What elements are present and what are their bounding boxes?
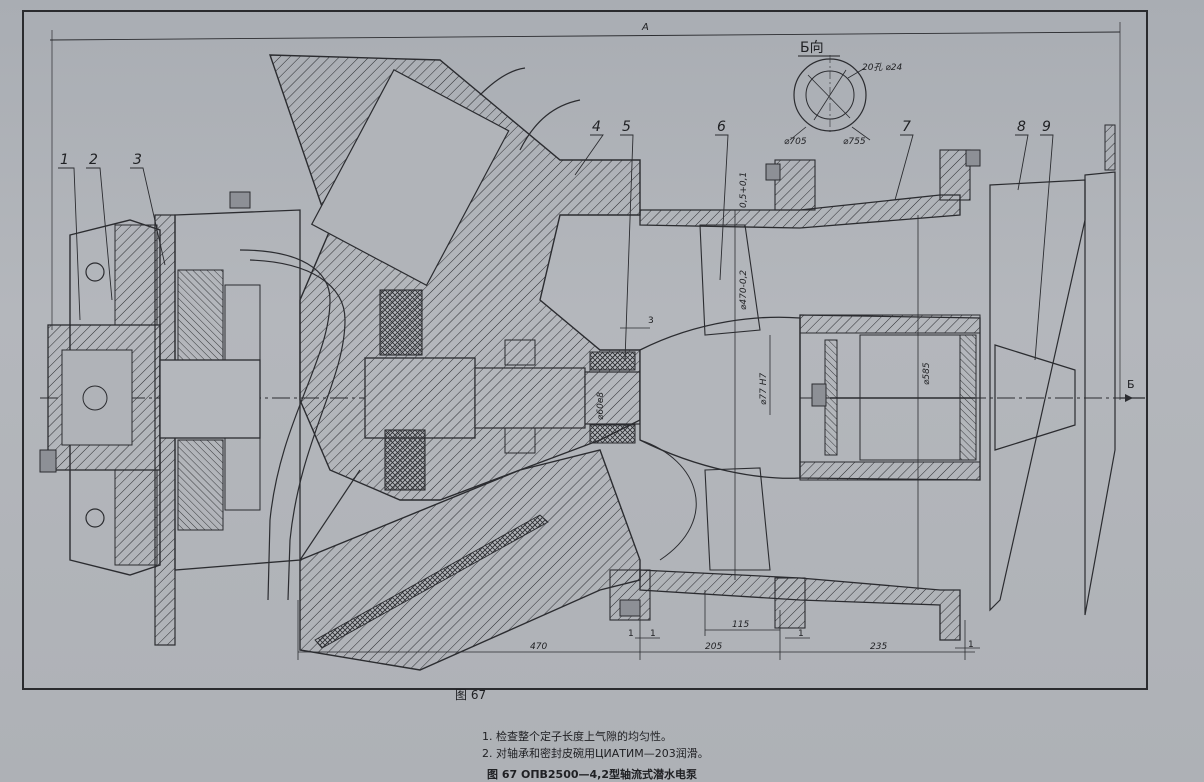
pump-inlet-body [269,54,641,671]
outlet-cone [989,124,1145,616]
dimension-lines [297,210,980,660]
dim-shaft-diameter: ⌀60e8 [596,392,606,420]
callout-3: 3 [133,152,142,168]
motor-stator [174,209,301,571]
note-line-1: 1. 检查整个定子长度上气隙的均匀性。 [482,730,672,743]
flange-bolts [39,149,981,617]
dim-len-1d: 1 [628,629,634,639]
dim-len-205: 205 [705,642,722,652]
dim-len-115: 115 [732,620,749,630]
dim-gap-3: 3 [648,316,654,326]
guide-vane-hub [799,314,981,481]
callout-2: 2 [89,152,98,168]
callout-leaders [58,134,1054,361]
dim-len-1a: 1 [650,629,656,639]
bearing-housing [379,289,636,491]
dim-tolerance: 0,5+0,1 [739,172,749,208]
figure-label: 图 67 [455,688,487,702]
dim-bore-diameter: ⌀77 H7 [759,373,769,405]
flange-detail-view [789,55,871,141]
detail-diameter-705: ⌀705 [784,137,807,147]
overall-dimension [49,22,1121,400]
dim-len-235: 235 [870,642,887,652]
note-line-2: 2. 对轴承和密封皮碗用ЦИАТИМ—203润滑。 [482,747,709,760]
pump-cross-section-drawing: A Б向 20孔 ⌀24 ⌀705 ⌀755 [39,22,1145,671]
callout-5: 5 [622,119,631,135]
view-b-label: Б向 [800,40,824,56]
view-arrow-label: Б [1127,378,1135,391]
dimension-a-label: A [641,22,649,33]
impeller [639,224,801,571]
dim-len-470: 470 [530,642,547,652]
callout-4: 4 [592,119,601,135]
dim-len-1b: 1 [798,629,804,639]
drawing-frame [22,10,1148,690]
dim-len-1c: 1 [968,640,974,650]
dim-impeller-diameter: ⌀470-0,2 [739,270,749,310]
callout-6: 6 [717,119,726,135]
callout-9: 9 [1042,119,1051,135]
callout-8: 8 [1017,119,1026,135]
detail-hole-label: 20孔 ⌀24 [862,62,902,73]
pump-casing [609,149,971,641]
dim-housing-diameter: ⌀585 [922,362,932,385]
detail-diameter-755: ⌀755 [843,137,866,147]
callout-1: 1 [60,152,69,168]
figure-caption: 图 67 ОПВ2500—4,2型轴流式潜水电泵 [487,768,698,781]
callout-7: 7 [902,119,911,135]
motor-end-cover [47,214,176,646]
